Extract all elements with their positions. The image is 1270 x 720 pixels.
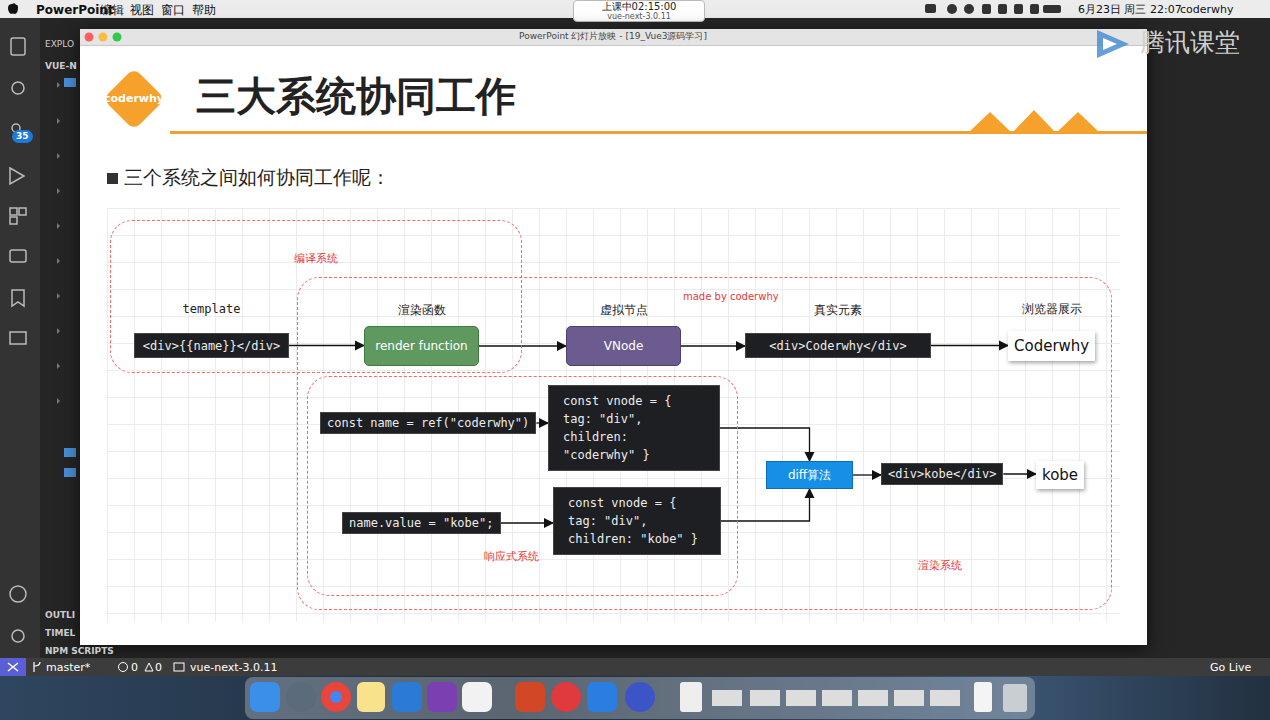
flow-arrow [931, 345, 1008, 346]
column-heading: 渲染函数 [398, 302, 446, 319]
recording-project: vue-next-3.0.11 [607, 12, 671, 22]
box-text: diff算法 [788, 467, 831, 484]
process-box: diff算法 [766, 461, 853, 489]
flow-arrow [720, 428, 810, 461]
git-branch: master* [46, 661, 90, 674]
menu-item: 帮助 [192, 3, 216, 17]
side-panel [40, 18, 80, 658]
badge-count: 35 [12, 130, 33, 143]
process-box: 渲染函数render function [364, 326, 479, 366]
column-heading: 虚拟节点 [600, 302, 648, 319]
user-name: coderwhy [1180, 3, 1234, 16]
box-text: Coderwhy [1014, 337, 1089, 355]
column-heading: 真实元素 [814, 302, 862, 319]
menu-item: 视图 [130, 3, 154, 17]
credit-note: made by coderwhy [683, 291, 779, 303]
box-text: VNode [604, 339, 644, 353]
flow-arrow [1003, 473, 1036, 474]
clock: 6月23日 周三 22:07 [1078, 3, 1182, 16]
region-label: 渲染系统 [918, 558, 962, 573]
code-box: <div>kobe</div> [881, 463, 1003, 485]
system-region: 编译系统template<div>{{name}}</div>渲染函数rende… [110, 220, 522, 373]
menu-item: 编辑 [100, 3, 124, 17]
window-title: PowerPoint 幻灯片放映 - [19_Vue3源码学习] [519, 31, 707, 42]
flow-arrow [721, 489, 810, 521]
output-box: 浏览器展示Coderwhy [1008, 331, 1095, 361]
bullet-text: 三个系统之间如何协同工作呢： [124, 166, 390, 189]
box-text: render function [375, 339, 467, 353]
code-box: name.value = "kobe"; [342, 512, 501, 534]
panel-heading: EXPLO [45, 39, 74, 50]
box-text: const name = ref("coderwhy") [327, 416, 529, 430]
box-text: kobe [1042, 466, 1078, 484]
status-icons [0, 658, 200, 676]
region-label: 响应式系统 [484, 549, 539, 564]
logo-text: coderwhy [104, 92, 164, 105]
status-action: Go Live [1210, 661, 1251, 674]
column-heading: 浏览器展示 [1022, 301, 1082, 318]
flow-arrow [479, 345, 566, 346]
watermark-logo [1093, 26, 1133, 62]
activity-icons [0, 18, 80, 658]
panel-heading: NPM SCRIPTS [45, 646, 114, 657]
warning-count: 0 [155, 661, 162, 674]
box-text: <div>Coderwhy</div> [769, 339, 906, 353]
slide-title: 三大系统协同工作 [196, 72, 516, 120]
watermark: 腾讯课堂 [1140, 28, 1240, 58]
recording-timer: 上课中02:15:00 [602, 1, 677, 13]
code-text: const vnode = { tag: "div", children: "k… [568, 494, 706, 548]
flow-arrow [289, 345, 364, 346]
bullet-square [107, 173, 118, 184]
code-box: const name = ref("coderwhy") [320, 412, 536, 434]
flow-arrow [536, 422, 548, 423]
box-text: name.value = "kobe"; [349, 516, 494, 530]
code-box: template<div>{{name}}</div> [134, 333, 289, 358]
code-box: const vnode = { tag: "div", children: "k… [553, 487, 721, 555]
flow-arrow [853, 474, 881, 475]
code-box: const vnode = { tag: "div", children: "c… [548, 385, 720, 471]
panel-heading: OUTLI [45, 610, 75, 621]
workspace-name: vue-next-3.0.11 [190, 661, 278, 674]
box-text: <div>{{name}}</div> [143, 339, 280, 353]
activity-bar [0, 18, 40, 658]
system-region: 渲染系统虚拟节点VNode真实元素<div>Coderwhy</div>浏览器展… [297, 277, 1112, 610]
output-box: kobe [1036, 461, 1084, 489]
flow-arrow [501, 522, 554, 523]
menu-item: 窗口 [161, 3, 185, 17]
traffic-lights [80, 29, 140, 45]
error-count: 0 [131, 661, 138, 674]
process-box: 虚拟节点VNode [566, 326, 681, 366]
code-text: const vnode = { tag: "div", children: "c… [563, 392, 705, 464]
flow-arrow [681, 345, 745, 346]
code-box: 真实元素<div>Coderwhy</div> [745, 333, 931, 358]
column-heading: template [183, 302, 241, 316]
system-region: 响应式系统 const name = ref("coderwhy") const v… [307, 376, 738, 596]
dock [0, 676, 1270, 720]
title-mountains [968, 106, 1102, 133]
region-label: 编译系统 [294, 251, 338, 266]
folder-name: VUE-N [45, 61, 77, 72]
panel-heading: TIMEL [45, 628, 75, 639]
box-text: <div>kobe</div> [888, 467, 996, 481]
